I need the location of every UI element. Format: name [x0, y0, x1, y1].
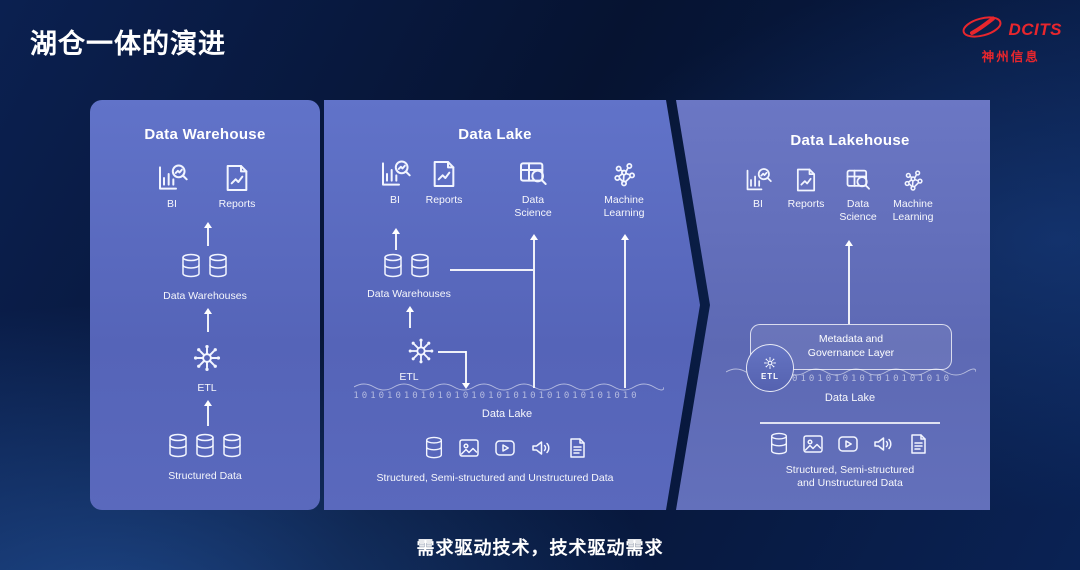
consumer-label: Data Science: [514, 194, 552, 220]
data-science-icon: [844, 166, 872, 194]
connector-arrow-machine-learning: [621, 234, 628, 388]
divider-line: [760, 422, 940, 424]
report-icon: [792, 166, 820, 194]
panel-title: Data Warehouse: [144, 126, 266, 143]
consumer-label: Data Science: [839, 198, 877, 224]
consumer-label: BI: [390, 194, 400, 206]
database-icon: [768, 432, 790, 456]
source-label: Structured Data: [168, 470, 242, 482]
logo-brand-text: DCITS: [1008, 19, 1062, 39]
panel-title: Data Lake: [458, 126, 532, 143]
etl-label: ETL: [197, 382, 217, 394]
speaker-icon: [529, 436, 553, 460]
bi-chart-icon: [744, 166, 772, 194]
database-icon: [166, 432, 190, 460]
lake-label: Data Lake: [824, 392, 876, 404]
consumer-reports: Reports: [778, 166, 834, 211]
report-icon: [428, 158, 460, 190]
flow-arrow-up: [204, 308, 211, 332]
connector-arrow-etl-to-lake: [462, 351, 469, 389]
consumer-label: Reports: [218, 198, 256, 210]
play-video-icon: [836, 432, 860, 456]
warehouse-label: Data Warehouses: [163, 290, 247, 302]
database-icon: [206, 252, 230, 280]
report-icon: [221, 162, 253, 194]
binary-stream: 1010101010101010101010101010101010: [353, 391, 640, 401]
image-icon: [801, 432, 825, 456]
image-icon: [457, 436, 481, 460]
data-warehouses-icon: [179, 252, 230, 280]
consumer-bi: BI: [730, 166, 786, 211]
consumer-label: BI: [167, 198, 177, 210]
company-logo: DCITS 神州信息: [960, 14, 1063, 65]
data-warehouses-icon: [381, 252, 432, 280]
etl-badge-label: ETL: [760, 372, 780, 381]
consumer-machine-learning: Machine Learning: [589, 158, 659, 220]
consumer-label: Machine Learning: [603, 194, 645, 220]
page-title: 湖仓一体的演进: [30, 29, 226, 59]
data-science-icon: [517, 158, 549, 190]
warehouse-label: Data Warehouses: [367, 288, 451, 300]
consumer-bi: BI: [137, 162, 207, 211]
connector-line: [438, 351, 466, 353]
metadata-label: Metadata and Governance Layer: [807, 333, 895, 359]
database-icon: [179, 252, 203, 280]
binary-stream: 101010101010101010101010: [749, 374, 953, 384]
flow-arrow-up: [204, 400, 211, 426]
evolution-diagram: Data Warehouse BI Reports Data Warehouse…: [90, 100, 990, 510]
etl-icon: [189, 340, 225, 376]
structured-data-icon: [166, 432, 244, 460]
machine-learning-icon: [608, 158, 640, 190]
connector-arrow-data-science: [530, 234, 537, 388]
lake-label: Data Lake: [481, 408, 533, 420]
etl-icon: [762, 355, 778, 371]
flow-arrow-up: [204, 222, 211, 246]
flow-arrow-up: [845, 240, 852, 324]
consumer-data-science: Data Science: [498, 158, 568, 220]
flow-arrow-up: [392, 228, 399, 250]
bi-chart-icon: [156, 162, 188, 194]
database-icon: [423, 436, 445, 460]
etl-label: ETL: [399, 371, 419, 383]
panel-title: Data Lakehouse: [790, 132, 910, 149]
logo-swoosh-icon: [960, 14, 1004, 45]
bi-chart-icon: [379, 158, 411, 190]
play-video-icon: [493, 436, 517, 460]
database-icon: [381, 252, 405, 280]
etl-badge: ETL: [746, 344, 794, 392]
consumer-reports: Reports: [409, 158, 479, 207]
panel-data-warehouse: Data Warehouse BI Reports Data Warehouse…: [90, 100, 320, 510]
logo-company-text: 神州信息: [981, 50, 1040, 64]
consumer-machine-learning: Machine Learning: [885, 166, 941, 224]
unstructured-media-icons: [423, 436, 589, 460]
etl-icon: [404, 334, 438, 368]
flow-arrow-up: [406, 306, 413, 328]
panel-data-lakehouse: Data Lakehouse BI Reports Data Science M…: [676, 100, 990, 510]
database-icon: [220, 432, 244, 460]
consumer-label: Reports: [787, 198, 825, 210]
consumer-label: BI: [753, 198, 763, 210]
source-label: Structured, Semi-structured and Unstruct…: [376, 472, 614, 484]
consumer-bi: BI: [360, 158, 430, 207]
consumer-label: Machine Learning: [892, 198, 934, 224]
wave-line: [354, 383, 664, 391]
database-icon: [408, 252, 432, 280]
connector-line: [450, 269, 533, 271]
database-icon: [193, 432, 217, 460]
speaker-icon: [871, 432, 895, 456]
slide-footer-text: 需求驱动技术，技术驱动需求: [416, 538, 664, 558]
panel-data-lake: Data Lake BI Reports Data Science Machin…: [324, 100, 700, 510]
machine-learning-icon: [899, 166, 927, 194]
consumer-reports: Reports: [202, 162, 272, 211]
document-icon: [565, 436, 589, 460]
consumer-data-science: Data Science: [830, 166, 886, 224]
consumer-label: Reports: [425, 194, 463, 206]
document-icon: [906, 432, 930, 456]
source-label: Structured, Semi-structured and Unstruct…: [785, 464, 915, 490]
unstructured-media-icons: [768, 432, 930, 456]
